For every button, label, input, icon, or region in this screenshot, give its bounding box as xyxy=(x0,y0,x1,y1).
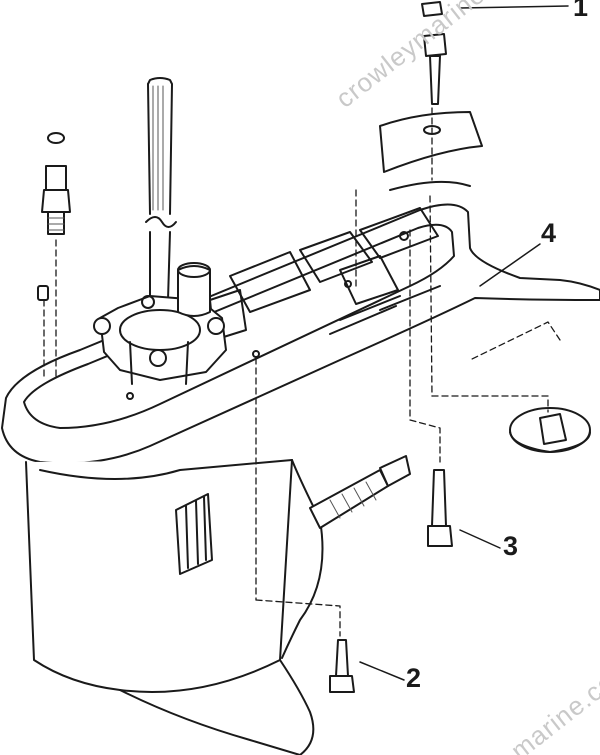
propeller-shaft xyxy=(309,455,411,529)
water-pump-base xyxy=(93,262,227,385)
water-tube-fitting xyxy=(37,132,71,301)
callout-label-2: 2 xyxy=(406,663,422,693)
drive-shaft xyxy=(145,77,177,301)
part-3-bolt xyxy=(427,469,453,547)
assembly-dashed-lines xyxy=(43,107,561,637)
callout-label-3: 3 xyxy=(503,531,519,561)
gearcase-housing xyxy=(1,203,600,755)
trim-tab-assembly xyxy=(379,1,483,191)
part-2-bolt xyxy=(329,639,355,693)
anode-disc xyxy=(509,407,591,453)
leader-lines xyxy=(359,5,569,681)
callout-label-1: 1 xyxy=(573,0,589,22)
deck-cavities xyxy=(126,207,439,400)
callout-label-4: 4 xyxy=(541,218,557,248)
